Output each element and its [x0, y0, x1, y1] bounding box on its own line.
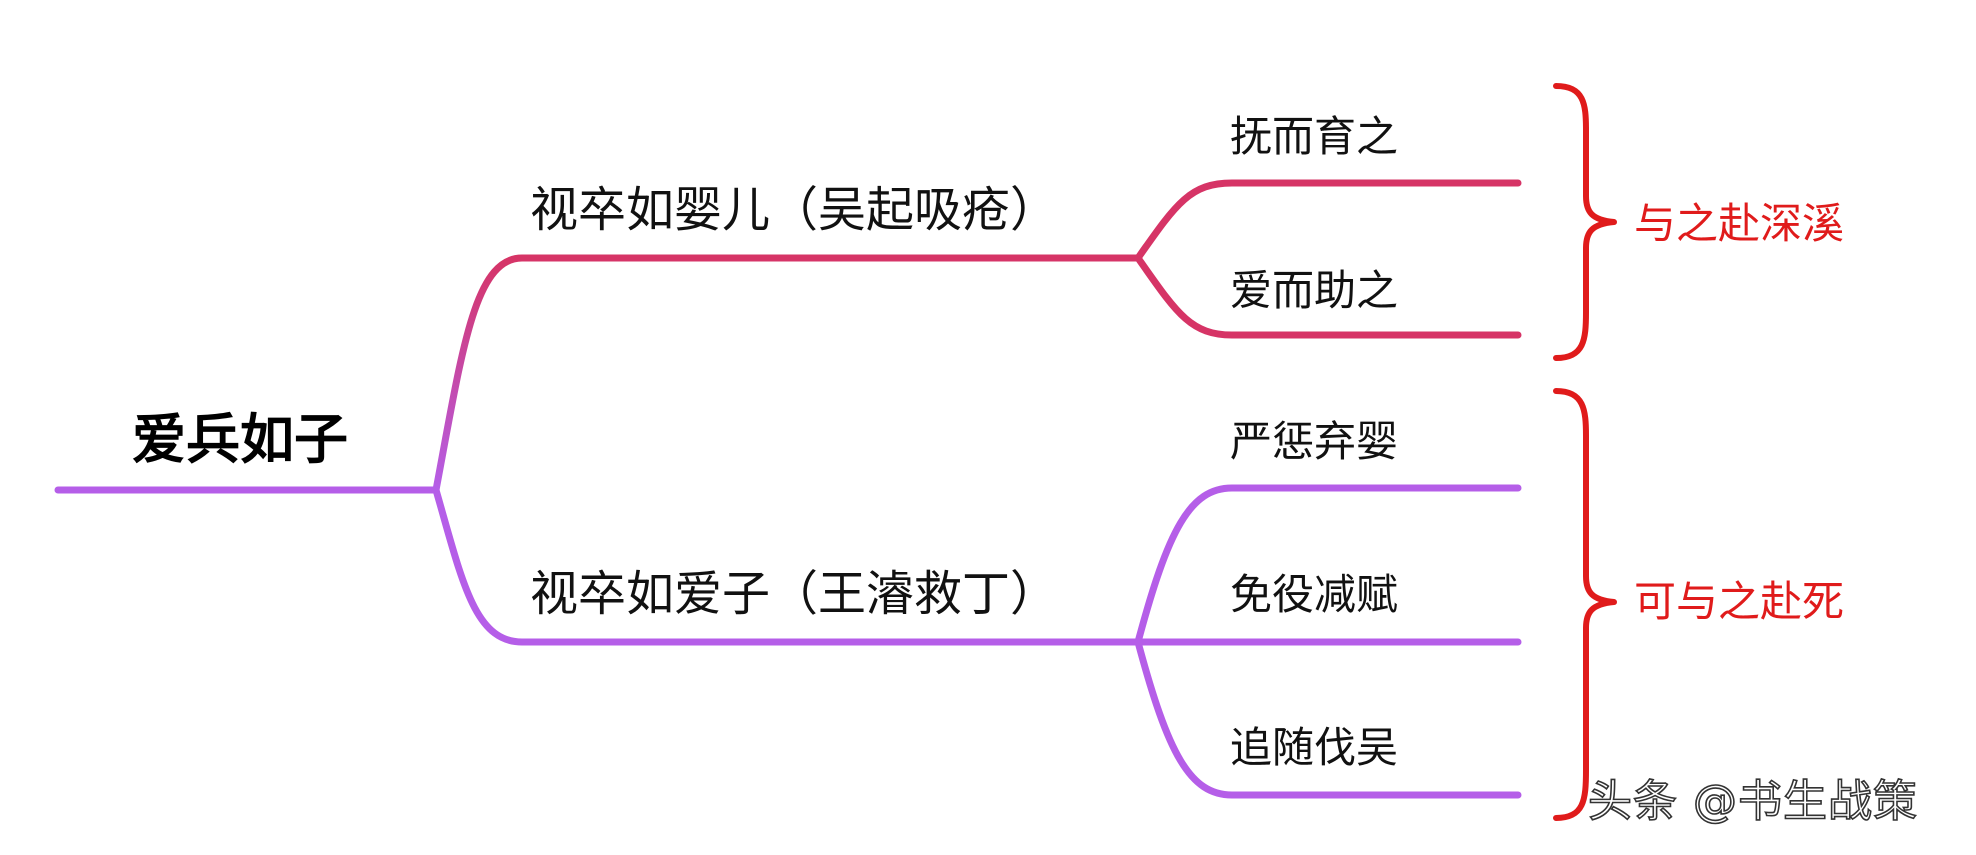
watermark: 头条 @书生战策 [1587, 776, 1918, 827]
branch-topic-2: 视卒如爱子（王濬救丁） [530, 566, 1059, 622]
leaf-topic-2: 爱而助之 [1230, 266, 1399, 315]
brace-group-1 [1553, 83, 1617, 361]
leaf-topic-5: 追随伐吴 [1230, 723, 1399, 772]
root-topic: 爱兵如子 [132, 408, 348, 471]
leaf-topic-4: 免役减赋 [1230, 570, 1399, 619]
group-summary-1: 与之赴深溪 [1634, 199, 1845, 248]
connector-root-branch-1 [432, 254, 1142, 494]
leaf-topic-1: 抚而育之 [1230, 112, 1399, 161]
brace-group-2 [1553, 388, 1617, 821]
connector-leaf-3 [1134, 484, 1522, 646]
group-summary-2: 可与之赴死 [1634, 577, 1845, 626]
connector-leaf-5 [1134, 638, 1522, 799]
connector-leaf-1 [1134, 179, 1522, 262]
connector-root-branch-2 [432, 486, 1142, 646]
connector-leaf-2 [1134, 254, 1522, 339]
leaf-topic-3: 严惩弃婴 [1230, 417, 1399, 466]
branch-topic-1: 视卒如婴儿（吴起吸疮） [530, 182, 1059, 238]
